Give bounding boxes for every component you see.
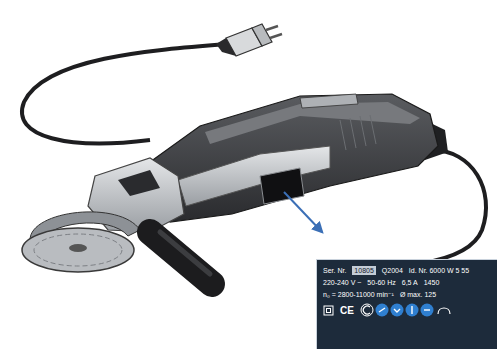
ce-mark: CE bbox=[340, 305, 354, 316]
switch bbox=[300, 94, 358, 108]
plate-text: 50-60 Hz bbox=[367, 278, 395, 287]
class-symbol bbox=[323, 305, 334, 316]
plate-text: n₀ = 2800-11000 min⁻¹ bbox=[323, 290, 394, 299]
side-handle bbox=[150, 232, 212, 284]
symbol-row: CE bbox=[323, 303, 491, 317]
plate-text: Q2004 bbox=[382, 266, 403, 275]
disc-nut bbox=[69, 244, 87, 252]
plate-text: 10805 bbox=[352, 266, 375, 275]
plate-row: n₀ = 2800-11000 min⁻¹ Ø max. 125 bbox=[323, 290, 491, 299]
plate-text: Ø max. 125 bbox=[400, 290, 436, 299]
rating-plate: Ser. Nr. 10805 Q2004 Id. Nr. 6000 W 5 55 220… bbox=[316, 259, 497, 349]
plate-text: 1450 bbox=[424, 278, 440, 287]
plate-text: Id. Nr. 6000 W 5 55 bbox=[409, 266, 469, 275]
plate-text: 6,5 A bbox=[402, 278, 418, 287]
safety-icons bbox=[360, 303, 456, 317]
pointer-arrow bbox=[284, 192, 322, 232]
housing-highlight bbox=[205, 102, 420, 144]
plate-row: 220-240 V ~ 50-60 Hz 6,5 A 1450 bbox=[323, 278, 491, 287]
rating-plate-window bbox=[260, 168, 304, 204]
disc-segments bbox=[34, 234, 122, 266]
grinding-disc bbox=[22, 228, 134, 272]
side-panel bbox=[178, 146, 330, 206]
plate-text: 220-240 V ~ bbox=[323, 278, 361, 287]
plate-row: Ser. Nr. 10805 Q2004 Id. Nr. 6000 W 5 55 bbox=[323, 266, 491, 275]
mains-plug bbox=[216, 24, 282, 56]
handle-highlight bbox=[160, 232, 210, 274]
logo-plate bbox=[118, 170, 160, 196]
plate-text: Ser. Nr. bbox=[323, 266, 346, 275]
